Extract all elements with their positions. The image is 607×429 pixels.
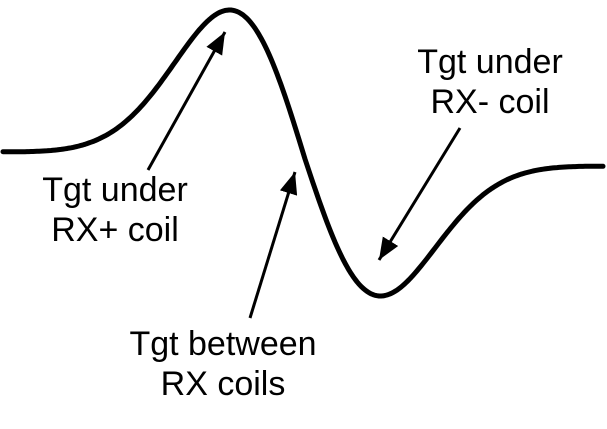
label-line: Tgt under [42,171,188,209]
signal-curve [0,7,606,299]
label-line: RX coils [160,365,286,404]
arrow-to-trough-icon [377,127,462,261]
label-line: RX+ coil [51,211,179,250]
label-tgt-between-rx-coils: Tgt between RX coils [103,324,343,404]
label-line: Tgt under [417,43,563,81]
arrow-to-crossing-icon [248,171,298,319]
label-line: Tgt between [129,325,317,363]
label-tgt-under-rx-plus: Tgt under RX+ coil [25,170,205,250]
label-line: RX- coil [430,83,550,122]
arrow-to-peak-icon [146,31,227,171]
label-tgt-under-rx-minus: Tgt under RX- coil [395,42,585,122]
